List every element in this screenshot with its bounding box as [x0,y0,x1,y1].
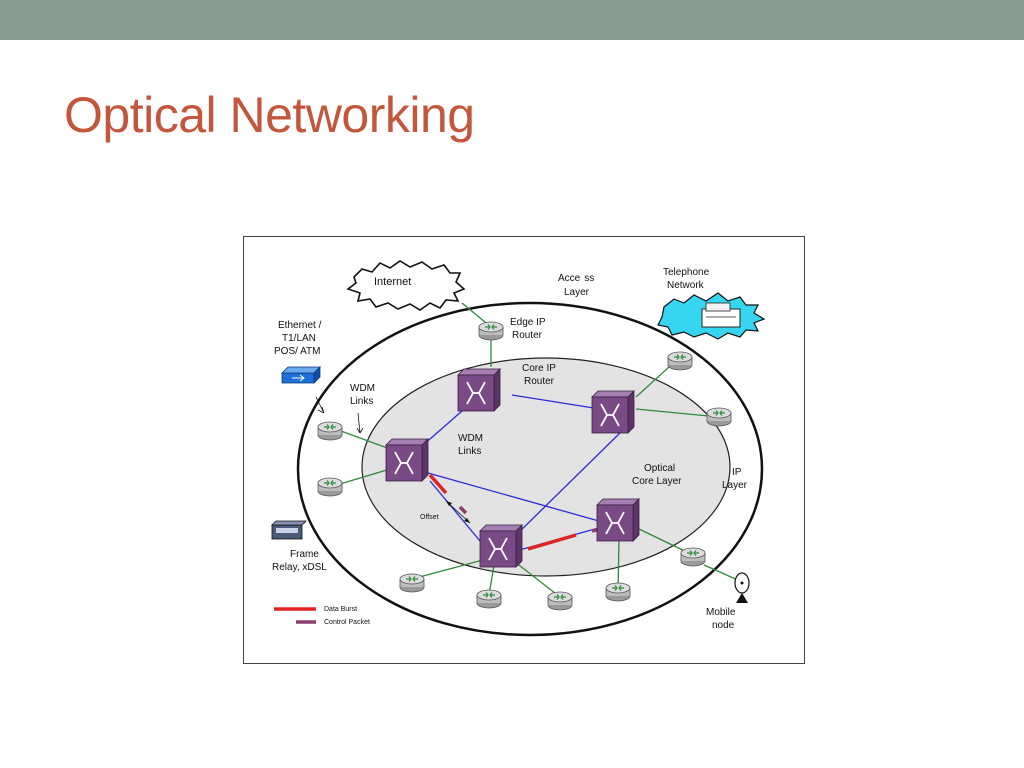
access-layer-label-2: Layer [564,287,590,298]
core-switch-lower-right [596,498,640,542]
ethernet-label-2: T1/LAN [282,333,316,344]
optical-core-label-2: Core Layer [632,476,682,487]
legend-control-packet-label: Control Packet [324,619,370,626]
internet-cloud [346,260,466,311]
wdm-links-label-b-2: Links [458,446,481,457]
edge-router-top [478,321,504,341]
internet-label: Internet [374,276,411,288]
edge-router-telephone [667,351,693,371]
core-router-label-1: Core IP [522,363,556,374]
core-switch-bottom [479,524,523,568]
ethernet-label-3: POS/ ATM [274,346,321,357]
edge-router-bottom-4 [605,582,631,602]
edge-router-frame-relay [317,477,343,497]
edge-router-bottom-2 [476,589,502,609]
edge-router-mobile [680,547,706,567]
core-router-label-2: Router [524,376,555,387]
control-packet-a [458,505,468,515]
data-burst-b [527,533,577,551]
mobile-node-label-1: Mobile [706,607,736,618]
telephone-label-1: Telephone [663,267,710,278]
core-switch-right [591,390,635,434]
ip-layer-label-1: IP [732,467,742,478]
wdm-links-label-a-1: WDM [350,383,375,394]
edge-router-bottom-3 [547,591,573,611]
optical-network-diagram: Internet Telephone Network [243,236,805,664]
ethernet-label-1: Ethernet / [278,320,322,331]
offset-label: Offset [420,514,439,521]
core-switch-top [457,368,501,412]
core-switch-left [385,438,429,482]
edge-router-label-1: Edge IP [510,317,546,328]
wdm-links-label-a-2: Links [350,396,373,407]
wdm-links-label-b-1: WDM [458,433,483,444]
data-burst-a [428,473,448,495]
diagram-svg: Internet Telephone Network [271,260,766,637]
frame-relay-label-2: Relay, xDSL [272,562,327,573]
optical-core-label-1: Optical [644,463,675,474]
edge-router-label-2: Router [512,330,543,341]
telephone-switch-icon [701,308,741,328]
slide-title: Optical Networking [64,87,475,143]
frame-relay-label-1: Frame [290,549,319,560]
legend-data-burst-label: Data Burst [324,606,357,613]
edge-router-right [706,407,732,427]
mobile-node-label-2: node [712,620,735,631]
telephone-label-2: Network [667,280,705,291]
top-bar [0,0,1024,40]
edge-router-ethernet [317,421,343,441]
ip-layer-label-2: Layer [722,480,748,491]
ethernet-arrow [315,396,325,414]
edge-router-bottom-1 [399,573,425,593]
